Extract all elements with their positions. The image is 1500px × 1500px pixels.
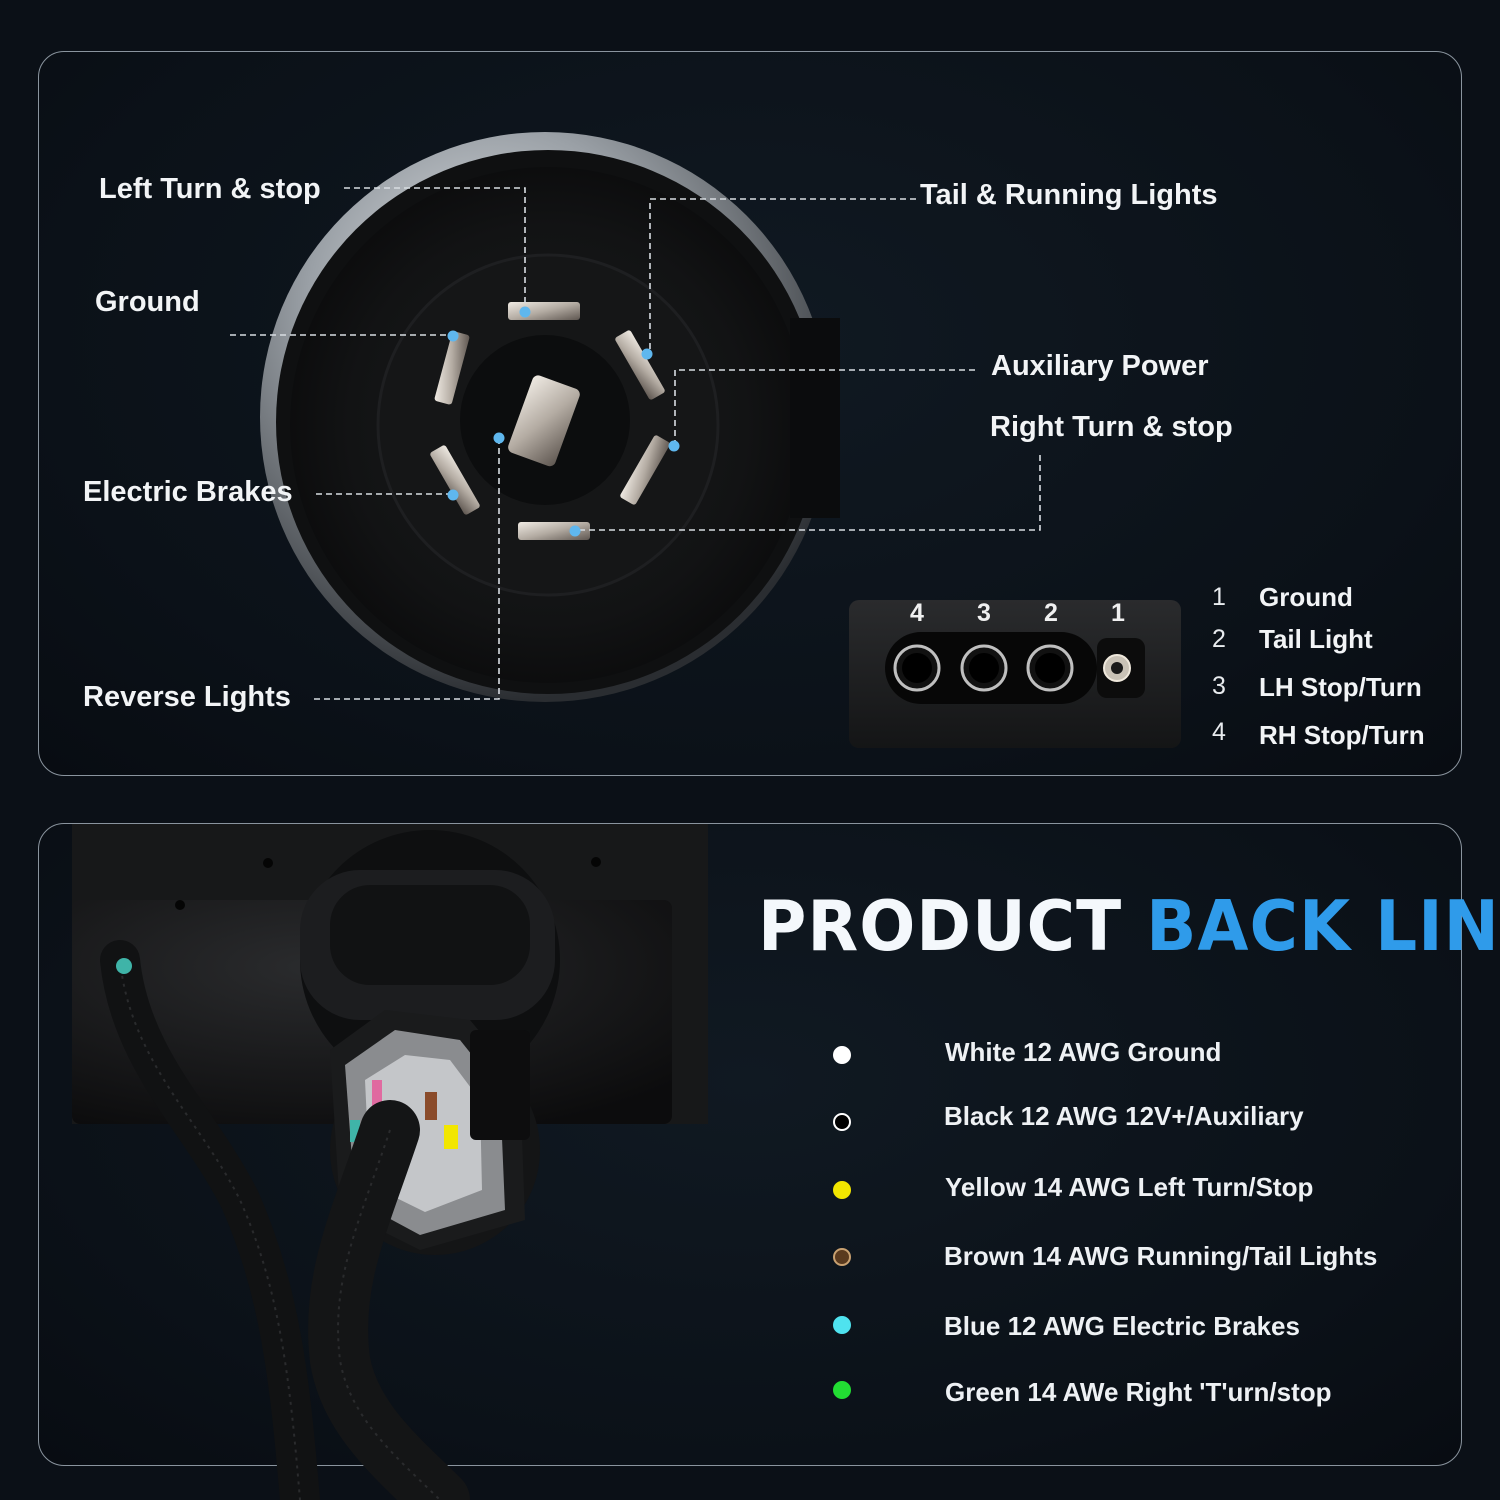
wire-color-dot — [833, 1316, 851, 1334]
legend-number: 3 — [1212, 672, 1226, 700]
wire-color-dot — [833, 1181, 851, 1199]
wire-color-dot — [833, 1113, 851, 1131]
pin-aux — [620, 435, 670, 505]
pin-markers — [447, 306, 680, 537]
label-reverse-lights: Reverse Lights — [83, 681, 291, 713]
wire-description: Green 14 AWe Right 'T'urn/stop — [945, 1377, 1332, 1407]
wire-description: Black 12 AWG 12V+/Auxiliary — [944, 1101, 1304, 1131]
label-left-turn: Left Turn & stop — [99, 173, 321, 205]
pin-tail — [615, 330, 665, 400]
legend-number: 2 — [1212, 625, 1226, 653]
plug-number: 4 — [910, 599, 924, 627]
plug-number: 1 — [1111, 599, 1125, 627]
wire-description: Yellow 14 AWG Left Turn/Stop — [945, 1172, 1314, 1202]
plug-number: 3 — [977, 599, 991, 627]
wire-description: Brown 14 AWG Running/Tail Lights — [944, 1241, 1378, 1271]
legend-number: 4 — [1212, 718, 1226, 746]
wire-color-dot — [833, 1381, 851, 1399]
wire-color-dot — [833, 1248, 851, 1266]
legend-text: LH Stop/Turn — [1259, 672, 1422, 702]
heading-blue-part: BACK LINE — [1146, 886, 1500, 967]
pin-ground — [434, 331, 470, 405]
label-tail-running: Tail & Running Lights — [920, 179, 1218, 211]
seven-way-connector — [260, 132, 840, 702]
legend-text: Ground — [1259, 582, 1353, 612]
leader-lines — [230, 187, 1041, 700]
label-electric-brakes: Electric Brakes — [83, 476, 293, 508]
label-ground: Ground — [95, 286, 200, 318]
heading-white-part: PRODUCT — [758, 886, 1123, 967]
label-aux-power: Auxiliary Power — [991, 350, 1209, 382]
product-back-line-heading: PRODUCT BACK LINE — [758, 886, 1500, 967]
wire-description: White 12 AWG Ground — [945, 1037, 1222, 1067]
four-way-connector — [849, 600, 1181, 748]
pin-brakes — [430, 445, 480, 515]
plug-number: 2 — [1044, 599, 1058, 627]
legend-number: 1 — [1212, 583, 1226, 611]
legend-text: RH Stop/Turn — [1259, 720, 1425, 750]
wire-description: Blue 12 AWG Electric Brakes — [944, 1311, 1300, 1341]
pin-left-turn — [508, 302, 580, 320]
label-right-turn: Right Turn & stop — [990, 411, 1233, 443]
wire-color-dot — [833, 1046, 851, 1064]
legend-text: Tail Light — [1259, 624, 1373, 654]
